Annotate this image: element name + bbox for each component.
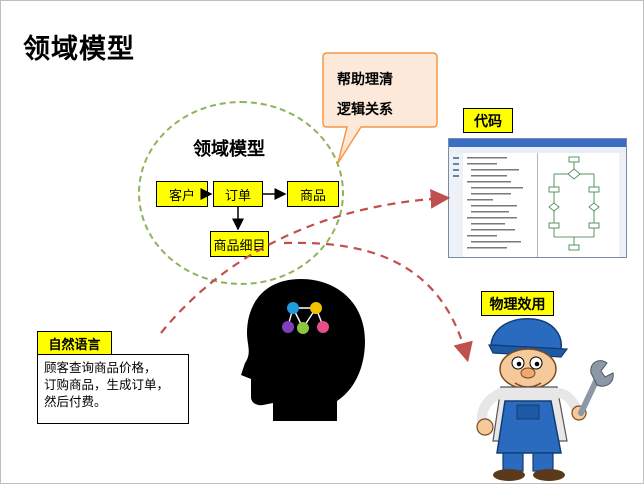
domain-model-ellipse [138,101,344,285]
callout-line-2: 逻辑关系 [337,102,393,118]
page-title: 领域模型 [23,34,135,65]
head-icon [241,279,365,421]
natural-language-line: 然后付费。 [44,394,107,409]
code-screenshot-graphic [449,139,626,257]
domain-model-label: 领域模型 [193,139,265,160]
worker-icon [476,318,614,481]
node-customer: 客户 [156,181,208,207]
node-product: 商品 [287,181,339,207]
callout-line-1: 帮助理清 [337,72,393,88]
node-product-detail: 商品细目 [210,231,269,257]
natural-language-line: 订购商品，生成订单， [44,377,170,392]
code-label: 代码 [463,108,513,133]
natural-language-box: 顾客查询商品价格， 订购商品，生成订单， 然后付费。 [37,354,189,424]
code-screenshot-icon [448,138,627,258]
callout-bubble [322,52,438,164]
physical-effect-label: 物理效用 [481,291,554,316]
arrow-language-to-code [160,188,451,334]
arrow-model-to-physical [283,241,473,363]
natural-language-line: 顾客查询商品价格， [44,360,157,375]
node-order: 订单 [213,181,263,207]
